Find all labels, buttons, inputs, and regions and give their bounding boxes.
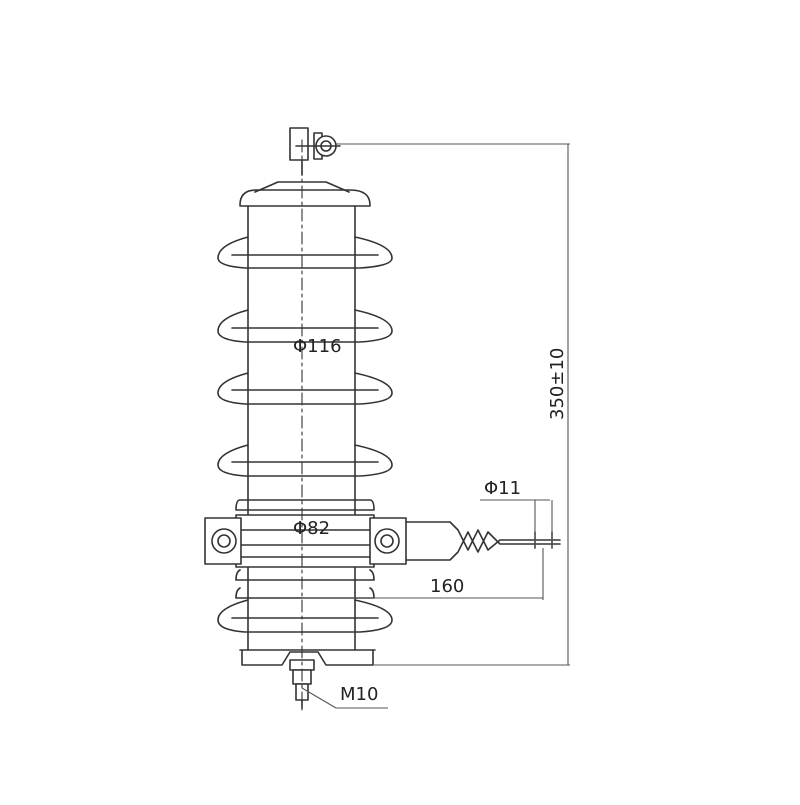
bottom-base — [239, 649, 376, 666]
shed-5 — [217, 599, 393, 633]
shed-1 — [217, 236, 393, 269]
height-label: 350±10 — [547, 348, 568, 420]
clamp-band — [235, 514, 375, 568]
top-cap — [239, 181, 371, 206]
right-mounting-lug — [369, 517, 407, 565]
core-diameter-label: Φ82 — [293, 518, 330, 539]
hole-diameter-label: Φ11 — [484, 478, 521, 499]
height-dimension — [336, 143, 570, 666]
bottom-bolt-label: M10 — [340, 684, 378, 705]
bolt-leader-line — [301, 687, 388, 709]
top-terminal-bolt — [289, 127, 341, 176]
shed-diameter-label: Φ116 — [293, 336, 342, 357]
bracket-length-label: 160 — [430, 576, 464, 597]
mounting-bracket-arm — [405, 521, 561, 561]
insulator-body — [239, 205, 371, 651]
bracket-length-dimension — [302, 548, 544, 600]
hole-diameter-dimension — [480, 499, 553, 548]
left-mounting-lug — [204, 517, 242, 565]
shed-3 — [217, 372, 393, 405]
shed-4 — [217, 444, 393, 477]
